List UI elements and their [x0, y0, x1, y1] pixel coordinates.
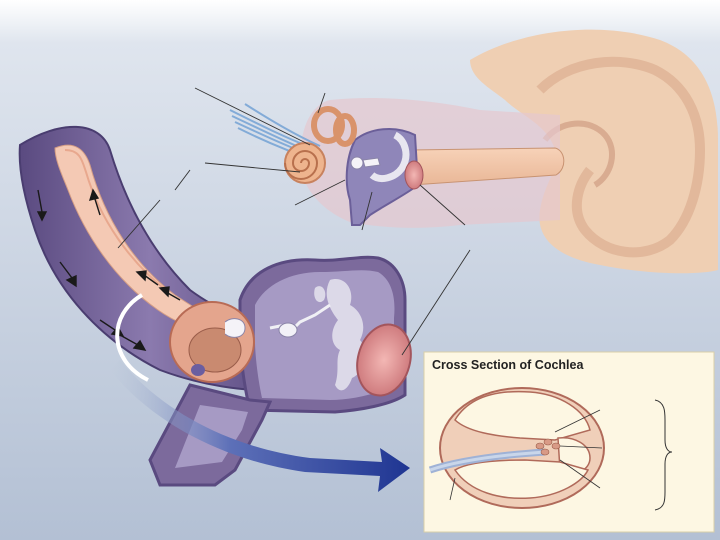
- middle-ear-enlarged: [148, 255, 412, 487]
- ossicles-upper: [350, 156, 381, 170]
- leader-lines-lower: [117, 199, 471, 356]
- eardrum-upper: [404, 160, 424, 190]
- inset-title: Cross Section of Cochlea: [432, 358, 584, 372]
- middle-ear-upper: [345, 128, 424, 226]
- outer-ear: [470, 29, 718, 274]
- cochlea-upper: [284, 142, 326, 184]
- oval-window: [169, 301, 255, 383]
- ear-canal: [409, 147, 565, 186]
- semicircular-canals: [311, 106, 357, 147]
- leader-lines-upper: [174, 87, 466, 231]
- eardrum-enlarged: [356, 323, 412, 397]
- flow-arrows: [36, 188, 181, 351]
- cochlea-cross-section-inset: [423, 351, 715, 533]
- sound-wave-arrow: [110, 360, 410, 492]
